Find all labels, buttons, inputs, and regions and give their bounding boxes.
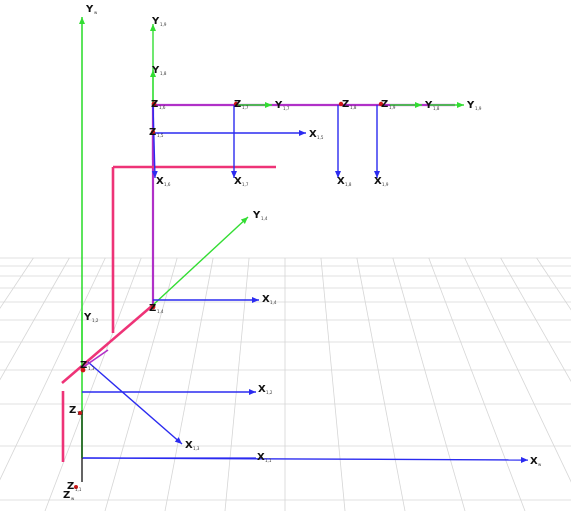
label-x-down3-sub: 1,8 — [345, 182, 352, 187]
label-x-down4: X — [374, 176, 382, 187]
label-y-low: Y — [83, 312, 92, 323]
link-low-diagonal — [81, 349, 109, 369]
labels-group: Y w Y 1,9 Y 1,8 Z 1,6 Z 1,7 Y 1,7 Z 1,8 … — [63, 4, 542, 501]
label-x-elbow: X — [262, 294, 270, 305]
label-x-down2: X — [234, 176, 242, 187]
origin-z-1-2 — [78, 411, 82, 415]
label-x-down1-sub: 1,6 — [164, 182, 171, 187]
label-y-diag-sub: 1,4 — [261, 216, 268, 221]
label-z-mid: Z — [149, 127, 156, 138]
origin-z-1-1 — [74, 485, 78, 489]
label-z-top1-sub: 1,6 — [159, 105, 166, 110]
label-z-top4: Z — [381, 99, 388, 110]
highlight-diagonal — [61, 304, 154, 384]
label-y-right1: Y — [424, 100, 433, 111]
label-y-upper: Y — [151, 65, 160, 76]
origin-z-1-9 — [378, 101, 384, 107]
label-y-upper-sub: 1,8 — [160, 71, 167, 76]
label-x-diag-low-sub: 1,3 — [193, 446, 200, 451]
grid-column-line — [356, 257, 406, 511]
grid-column-line — [500, 257, 571, 383]
grid-column-line — [320, 257, 346, 511]
label-z-low2-sub: 1,2 — [77, 411, 84, 416]
label-z-bottom2-sub: w — [71, 496, 75, 501]
origin-z-1-6 — [151, 101, 157, 107]
axis-y-1-4 — [152, 216, 249, 306]
grid-column-line — [104, 257, 178, 511]
origin-z-1-8 — [338, 101, 344, 107]
grid-column-line — [0, 257, 106, 481]
label-x-base-mid-sub: 1,1 — [265, 458, 272, 463]
grid-column-line — [536, 257, 571, 311]
ground-grid — [0, 257, 571, 511]
grid-column-line — [392, 257, 466, 511]
label-z-top3: Z — [342, 99, 349, 110]
label-y-low-sub: 1,2 — [92, 318, 99, 323]
origin-z-1-3 — [80, 367, 86, 373]
label-x-far: X — [530, 456, 538, 467]
grid-column-line — [428, 257, 526, 511]
label-x-far-sub: w — [538, 462, 542, 467]
label-x-diag-low: X — [185, 440, 193, 451]
label-z-bottom2: Z — [63, 490, 70, 501]
grid-column-line — [0, 257, 70, 381]
label-z-bottom1: Z — [67, 481, 74, 492]
label-x-mid: X — [309, 129, 317, 140]
label-y-top-mid: Y — [274, 100, 283, 111]
origin-z-1-5 — [150, 129, 156, 135]
axis-x-1-3 — [87, 361, 183, 445]
label-z-top2: Z — [234, 99, 241, 110]
label-x-down4-sub: 1,9 — [382, 182, 389, 187]
label-z-top4-sub: 1,9 — [389, 105, 396, 110]
axis-x-1-6 — [151, 104, 158, 179]
grid-column-line — [464, 257, 571, 483]
axes-group — [61, 17, 529, 489]
label-z-low2: Z — [69, 405, 76, 416]
label-z-bottom1-sub: 1,1 — [75, 487, 82, 492]
origin-z-1-4 — [150, 304, 156, 310]
label-x-low-sub: 1,2 — [266, 390, 273, 395]
label-y-right2: Y — [466, 100, 475, 111]
label-y-top-sub: 1,9 — [160, 22, 167, 27]
grid-column-line — [0, 257, 34, 309]
label-x-down1: X — [156, 176, 164, 187]
label-z-lowleft: Z — [80, 360, 87, 371]
label-z-top3-sub: 1,8 — [350, 105, 357, 110]
label-y-right1-sub: 1,8 — [433, 106, 440, 111]
grid-column-line — [224, 257, 250, 511]
label-y-base: Y — [85, 4, 94, 15]
label-z-top1: Z — [151, 99, 158, 110]
label-x-base-mid: X — [257, 452, 265, 463]
label-z-elbow-sub: 1,4 — [157, 309, 164, 314]
label-x-down3: X — [337, 176, 345, 187]
label-y-top: Y — [151, 16, 160, 27]
label-x-down2-sub: 1,7 — [242, 182, 249, 187]
label-z-top2-sub: 1,7 — [242, 105, 249, 110]
label-z-lowleft-sub: 1,3 — [88, 366, 95, 371]
label-x-elbow-sub: 1,4 — [270, 300, 277, 305]
label-z-mid-sub: 1,5 — [157, 133, 164, 138]
label-y-right2-sub: 1,9 — [475, 106, 482, 111]
origin-z-1-7 — [233, 101, 239, 107]
grid-column-line — [44, 257, 142, 511]
label-y-top-mid-sub: 1,7 — [283, 106, 290, 111]
label-y-base-sub: w — [94, 10, 98, 15]
label-y-diag: Y — [252, 210, 261, 221]
grid-column-line — [164, 257, 214, 511]
label-z-elbow: Z — [149, 303, 156, 314]
label-x-low: X — [258, 384, 266, 395]
label-x-mid-sub: 1,5 — [317, 135, 324, 140]
